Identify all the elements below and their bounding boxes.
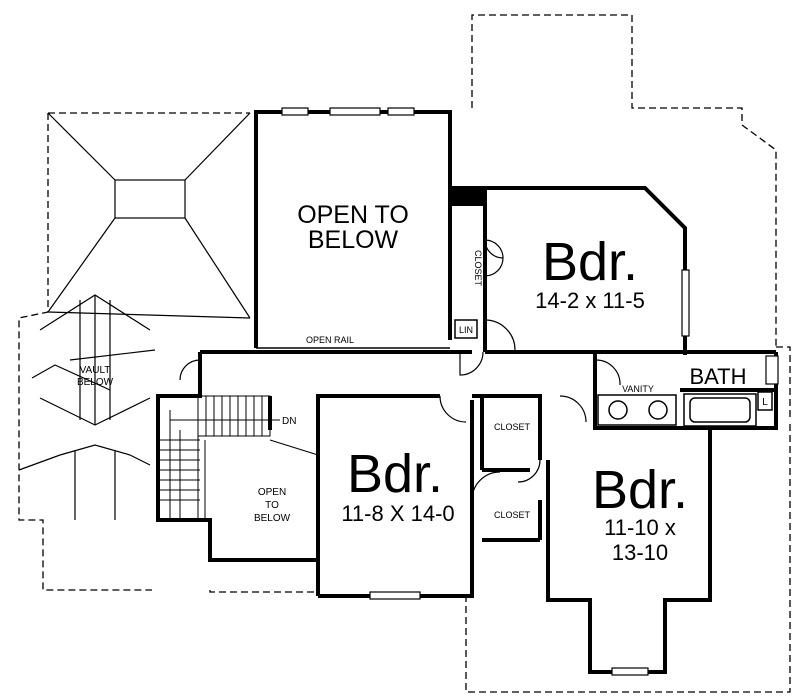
open-to-below-upper-line2: BELOW: [308, 226, 399, 254]
vanity: [597, 394, 677, 426]
closet-small-label-2: CLOSET: [494, 510, 531, 520]
roof-hip-lines: [18, 112, 251, 520]
bedroom-2-name: Bdr.: [347, 444, 443, 504]
vault-below-line2: BELOW: [77, 377, 114, 388]
closet-vertical-label: CLOSET: [473, 250, 483, 287]
open-to-below-lower-line3: BELOW: [254, 513, 291, 524]
linen-label: LIN: [459, 325, 473, 335]
bath-label: BATH: [689, 364, 746, 389]
bedroom-1-name: Bdr.: [542, 232, 638, 292]
bedroom-3-size-line1: 11-10 x: [604, 515, 676, 540]
bedroom-3-size-line2: 13-10: [612, 540, 668, 565]
staircase: [160, 395, 319, 520]
open-to-below-lower-line2: TO: [265, 500, 279, 511]
bathtub: [683, 393, 757, 427]
bedroom-3-name: Bdr.: [592, 460, 688, 520]
chimney: [450, 188, 485, 206]
door-swings: [179, 239, 621, 501]
open-to-below-upper-line1: OPEN TO: [297, 201, 409, 229]
laundry-label: L: [762, 397, 768, 408]
bedroom-2-size: 11-8 X 14-0: [341, 501, 454, 526]
vanity-label: VANITY: [622, 384, 654, 394]
vault-below-line1: VAULT: [80, 365, 111, 376]
windows: [281, 107, 779, 676]
linen-closet: [454, 319, 478, 339]
bedroom-1-size: 14-2 x 11-5: [535, 288, 645, 313]
open-rail-label: OPEN RAIL: [306, 335, 354, 345]
closet-small-label-1: CLOSET: [494, 422, 531, 432]
laundry-box: [757, 391, 773, 411]
down-label: DN: [282, 416, 296, 427]
open-to-below-lower-line1: OPEN: [258, 487, 286, 498]
